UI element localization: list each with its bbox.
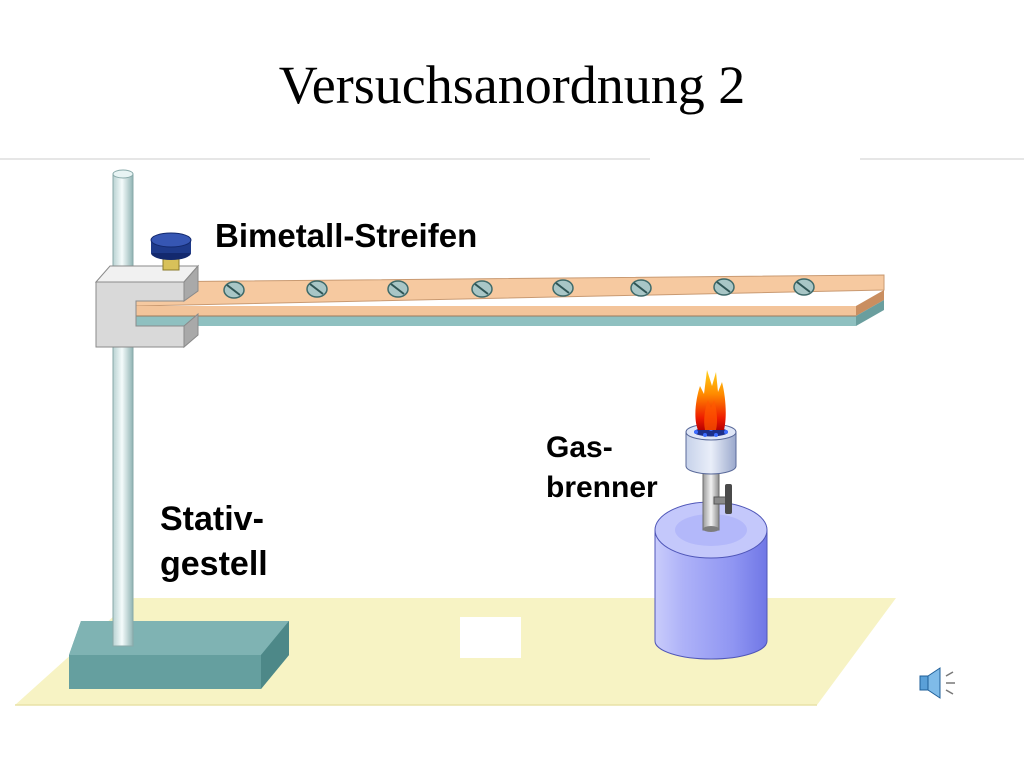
- screw-icon: [387, 280, 409, 298]
- label-burner-line1: Gas-: [546, 431, 613, 464]
- screw-icon: [630, 279, 652, 297]
- screw-icon: [306, 280, 328, 298]
- clamp-knob: [150, 232, 192, 271]
- screw-icon: [713, 278, 735, 296]
- gas-burner: [654, 423, 768, 660]
- screw-icon: [793, 278, 815, 296]
- slide-title: Versuchsanordnung 2: [278, 55, 746, 115]
- screw-icon: [552, 279, 574, 297]
- stand-rod: [112, 169, 134, 647]
- label-stand-line2: gestell: [160, 545, 268, 583]
- bimetal-strip: [135, 274, 885, 326]
- stand-base: [69, 621, 289, 689]
- screw-icon: [223, 281, 245, 299]
- strip-screws: [223, 278, 815, 299]
- speaker-icon[interactable]: [919, 667, 955, 699]
- screw-icon: [471, 280, 493, 298]
- label-bimetal-strip: Bimetall-Streifen: [215, 217, 477, 254]
- label-burner-line2: brenner: [546, 471, 658, 504]
- tabletop-highlight: [460, 617, 521, 658]
- flame-icon: [695, 370, 726, 430]
- label-stand-line1: Stativ-: [160, 500, 264, 538]
